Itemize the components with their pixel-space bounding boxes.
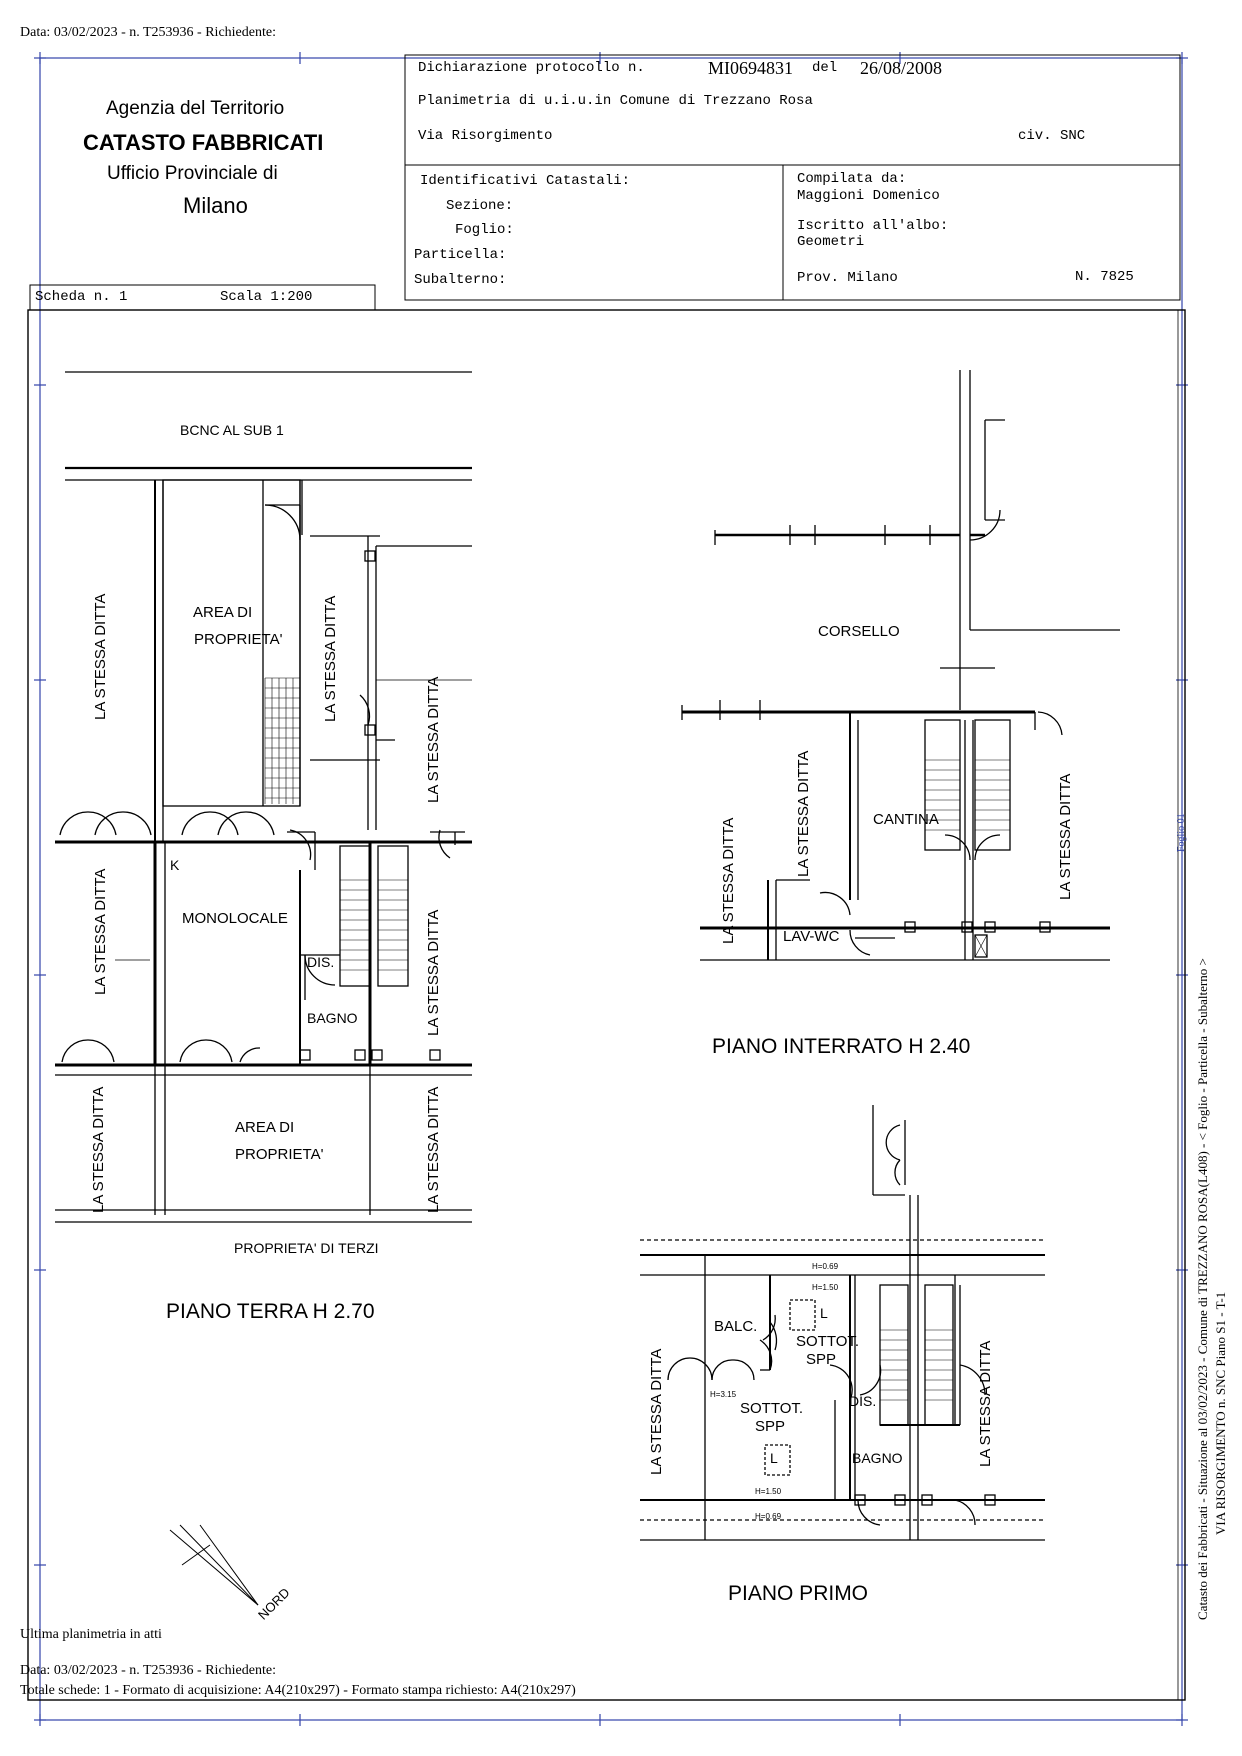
primo-dis-label: DIS.: [849, 1393, 877, 1409]
terra-stessa-ditta-1: LA STESSA DITTA: [92, 593, 109, 720]
terra-bagno-label: BAGNO: [307, 1010, 358, 1026]
primo-balc-label: BALC.: [714, 1318, 758, 1335]
primo-stessa-ditta-1: LA STESSA DITTA: [648, 1348, 665, 1475]
footer-totale-line: Totale schede: 1 - Formato di acquisizio…: [20, 1683, 576, 1698]
primo-h069-bottom: H=0.69: [755, 1512, 782, 1521]
scheda-label: Scheda n. 1: [35, 289, 128, 305]
side-stamp: Foglio 01: [1176, 813, 1187, 852]
particella-label: Particella:: [414, 247, 507, 263]
compiler-name: Maggioni Domenico: [797, 188, 940, 204]
planimetria-line: Planimetria di u.i.u.in Comune di Trezza…: [418, 93, 813, 109]
terra-stessa-ditta-2: LA STESSA DITTA: [322, 595, 339, 722]
terra-bcnc-label: BCNC AL SUB 1: [180, 422, 284, 438]
office-line3: Ufficio Provinciale di: [107, 163, 278, 184]
subalterno-label: Subalterno:: [414, 272, 507, 288]
declaration-prefix: Dichiarazione protocollo n.: [418, 60, 645, 76]
side-address-line: VIA RISORGIMENTO n. SNC Piano S1 - T-1: [1213, 1291, 1228, 1535]
identifiers-title: Identificativi Catastali:: [420, 173, 631, 189]
interrato-stessa-ditta-3: LA STESSA DITTA: [1057, 773, 1074, 900]
primo-h150-bottom: H=1.50: [755, 1487, 782, 1496]
declaration-date: 26/08/2008: [860, 58, 943, 78]
terra-dis-label: DIS.: [307, 954, 335, 970]
terra-stessa-ditta-3: LA STESSA DITTA: [425, 676, 442, 803]
footer-date-line: Data: 03/02/2023 - n. T253936 - Richiede…: [20, 1663, 276, 1678]
primo-l-bottom: L: [770, 1450, 778, 1466]
primo-h069-top: H=0.69: [812, 1262, 839, 1271]
compiler-province: Prov. Milano: [797, 270, 898, 286]
agency-name: Agenzia del Territorio: [106, 98, 285, 119]
primo-h150-top: H=1.50: [812, 1283, 839, 1292]
scala-label: Scala 1:200: [220, 289, 313, 305]
terra-area1-line1: AREA DI: [193, 604, 253, 621]
terra-area2-line1: AREA DI: [235, 1119, 295, 1136]
terra-area2-line2: PROPRIETA': [235, 1146, 324, 1163]
terra-stessa-ditta-7: LA STESSA DITTA: [425, 1086, 442, 1213]
side-situation-line: Catasto dei Fabbricati - Situazione al 0…: [1195, 958, 1210, 1620]
via-line: Via Risorgimento: [418, 128, 553, 144]
albo-label: Iscritto all'albo:: [797, 218, 949, 234]
primo-bagno-label: BAGNO: [852, 1450, 903, 1466]
primo-sottot2-line1: SOTTOT.: [740, 1400, 804, 1417]
interrato-stessa-ditta-1: LA STESSA DITTA: [720, 817, 737, 944]
interrato-title: PIANO INTERRATO H 2.40: [712, 1035, 971, 1058]
terra-stessa-ditta-4: LA STESSA DITTA: [92, 868, 109, 995]
interrato-stessa-ditta-2: LA STESSA DITTA: [795, 750, 812, 877]
primo-title: PIANO PRIMO: [728, 1582, 869, 1605]
interrato-cantina-label: CANTINA: [873, 811, 939, 828]
civ-line: civ. SNC: [1018, 128, 1086, 144]
primo-l-top: L: [820, 1305, 828, 1321]
office-city: Milano: [183, 193, 248, 218]
primo-sottot2-line2: SPP: [755, 1418, 786, 1435]
primo-sottot1-line1: SOTTOT.: [796, 1333, 860, 1350]
compiler-number: N. 7825: [1075, 269, 1134, 285]
footer-ultima: Ultima planimetria in atti: [20, 1627, 162, 1642]
terra-monolocale-label: MONOLOCALE: [182, 910, 288, 927]
interrato-lavwc-label: LAV-WC: [783, 928, 840, 945]
terra-terzi-label: PROPRIETA' DI TERZI: [234, 1240, 379, 1256]
primo-h315: H=3.15: [710, 1390, 737, 1399]
terra-k-label: K: [170, 857, 180, 873]
compiler-title: Compilata da:: [797, 171, 907, 187]
sezione-label: Sezione:: [446, 198, 514, 214]
primo-sottot1-line2: SPP: [806, 1351, 837, 1368]
catasto-title: CATASTO FABBRICATI: [83, 130, 324, 155]
terra-title: PIANO TERRA H 2.70: [166, 1300, 375, 1323]
terra-area1-line2: PROPRIETA': [194, 631, 283, 648]
terra-stessa-ditta-6: LA STESSA DITTA: [90, 1086, 107, 1213]
declaration-del: del: [812, 60, 838, 76]
header-date-line: Data: 03/02/2023 - n. T253936 - Richiede…: [20, 25, 276, 40]
terra-stessa-ditta-5: LA STESSA DITTA: [425, 909, 442, 1036]
declaration-protocol: MI0694831: [708, 58, 793, 78]
albo-value: Geometri: [797, 234, 865, 250]
primo-stessa-ditta-2: LA STESSA DITTA: [977, 1340, 994, 1467]
foglio-label: Foglio:: [455, 222, 514, 238]
interrato-corsello-label: CORSELLO: [818, 623, 900, 640]
